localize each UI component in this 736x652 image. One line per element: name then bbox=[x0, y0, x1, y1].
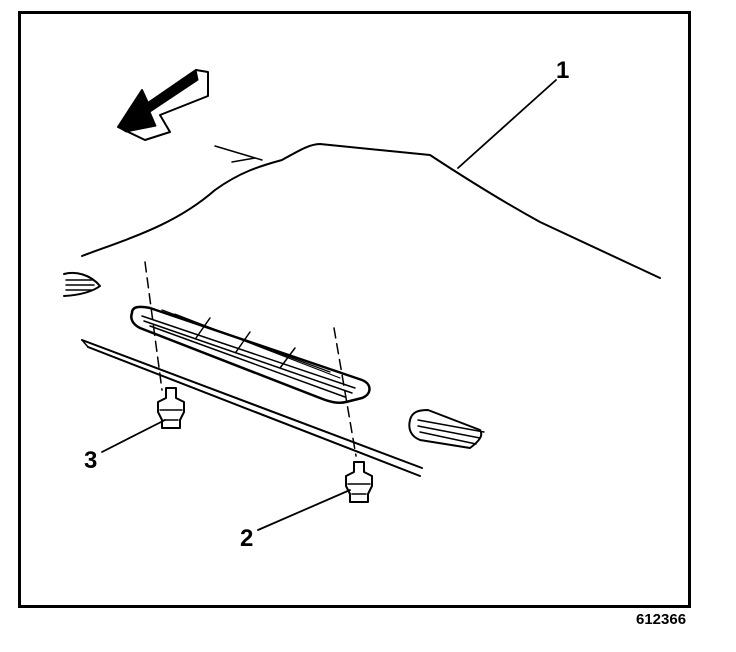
right-vent bbox=[408, 409, 485, 449]
callout-1-label: 1 bbox=[556, 57, 569, 84]
callout-2-label: 2 bbox=[240, 525, 253, 552]
upper-clip bbox=[157, 387, 185, 429]
leader-lines bbox=[101, 79, 557, 531]
roof-edge-lines bbox=[81, 339, 423, 477]
alignment-lines bbox=[144, 261, 357, 457]
callout-3-label: 3 bbox=[84, 447, 97, 474]
left-vent bbox=[63, 271, 101, 297]
roof-panel-outline bbox=[81, 143, 661, 279]
figure-id: 612366 bbox=[636, 611, 687, 628]
direction-arrow bbox=[117, 69, 209, 141]
lower-clip bbox=[345, 461, 373, 503]
diagram-frame bbox=[18, 11, 691, 608]
center-grille bbox=[130, 305, 371, 405]
